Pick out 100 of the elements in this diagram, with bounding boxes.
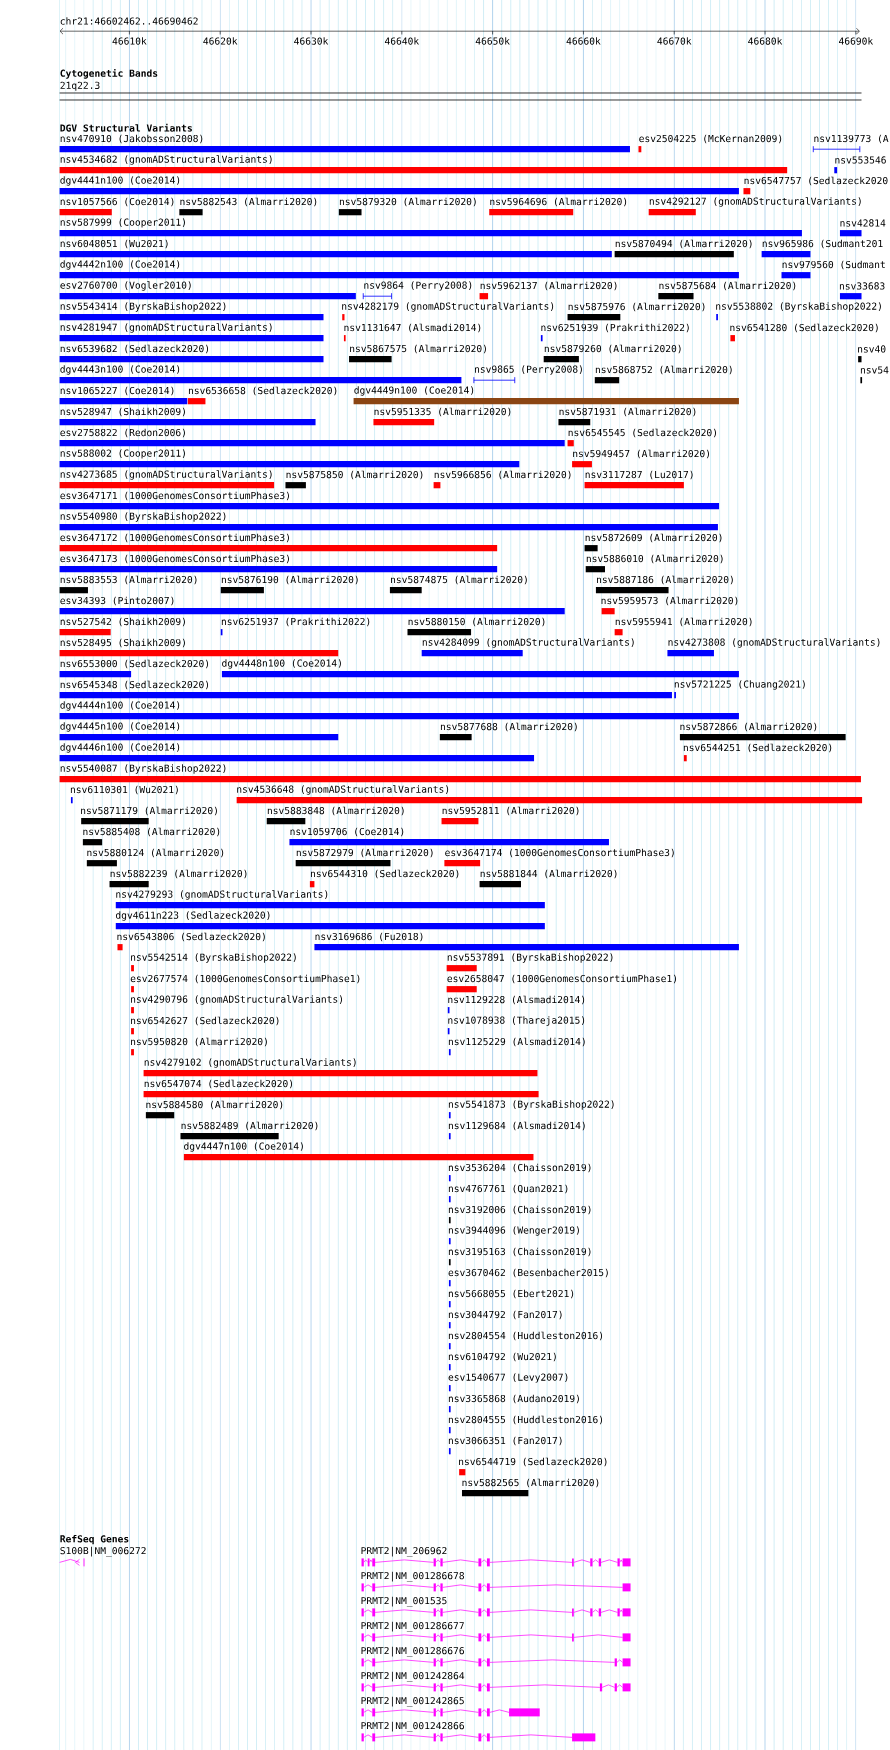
feature-label: nsv6536658 (Sedlazeck2020): [188, 386, 337, 396]
feature-label: PRMT2|NM_001535: [361, 1596, 447, 1607]
feature-label: nsv979560 (Sudmant: [782, 260, 885, 270]
feature-label: nsv4273808 (gnomADStructuralVariants): [668, 638, 880, 648]
feature-label: nsv5886010 (Almarri2020): [586, 554, 723, 564]
feature-label: nsv5964696 (Almarri2020): [490, 197, 627, 207]
feature-label: nsv5882489 (Almarri2020): [181, 1121, 318, 1131]
feature-label: nsv2804554 (Huddleston2016): [448, 1331, 603, 1341]
feature-label: nsv5877688 (Almarri2020): [440, 722, 577, 732]
feature-label: nsv6544719 (Sedlazeck2020): [459, 1457, 607, 1467]
feature-label: nsv5952811 (Almarri2020): [442, 806, 579, 816]
feature-label: nsv587999 (Cooper2011): [60, 218, 185, 228]
tick-label: 46670k: [657, 37, 692, 45]
feature-label: nsv4292127 (gnomADStructuralVariants): [649, 197, 861, 207]
feature-label: nsv5870494 (Almarri2020): [615, 239, 752, 249]
feature-label: nsv5875850 (Almarri2020): [286, 470, 423, 480]
feature-label: nsv1139773 (A: [814, 134, 889, 144]
feature-label: dgv4445n100 (Coe2014): [60, 722, 180, 732]
feature-label: nsv528495 (Shaikh2009): [60, 638, 185, 648]
feature-label: nsv1065227 (Coe2014): [60, 386, 174, 396]
feature-label: nsv5540087 (ByrskaBishop2022): [60, 764, 226, 774]
feature-label: nsv5875976 (Almarri2020): [568, 302, 705, 312]
feature-label: nsv4290796 (gnomADStructuralVariants): [131, 995, 342, 1005]
feature-label: nsv5882565 (Almarri2020): [462, 1478, 599, 1488]
feature-label: nsv3536204 (Chaisson2019): [448, 1163, 591, 1173]
feature-label: esv3670462 (Besenbacher2015): [448, 1268, 608, 1278]
feature-label: nsv3117287 (Lu2017): [585, 470, 693, 480]
feature-label: nsv3044792 (Fan2017): [448, 1310, 562, 1320]
tick-label: 46680k: [748, 37, 783, 45]
feature-label: dgv4443n100 (Coe2014): [60, 365, 180, 375]
feature-label: nsv5887186 (Almarri2020): [597, 575, 733, 585]
tick-label: 46650k: [475, 37, 510, 45]
feature-label: esv3647173 (1000GenomesConsortiumPhase3): [60, 554, 289, 564]
feature-label: nsv6547757 (Sedlazeck2020: [744, 176, 888, 186]
feature-label: esv3647171 (1000GenomesConsortiumPhase3): [60, 491, 289, 501]
feature-label: nsv6539682 (Sedlazeck2020): [60, 344, 209, 354]
feature-label: nsv6545545 (Sedlazeck2020): [568, 428, 716, 438]
feature-label: nsv3195163 (Chaisson2019): [448, 1247, 591, 1257]
feature-label: nsv4767761 (Quan2021): [448, 1184, 568, 1194]
feature-label: 21q22.3: [60, 81, 100, 91]
feature-label: nsv5881844 (Almarri2020): [480, 869, 617, 879]
feature-label: nsv2804555 (Huddleston2016): [448, 1415, 603, 1425]
feature-label: nsv5538802 (ByrskaBishop2022): [716, 302, 881, 312]
feature-label: PRMT2|NM_001242864: [361, 1671, 465, 1682]
feature-label: nsv6547074 (Sedlazeck2020): [144, 1079, 293, 1089]
feature-label: nsv3944096 (Wenger2019): [448, 1226, 579, 1236]
feature-label: nsv6541280 (Sedlazeck2020): [730, 323, 878, 333]
feature-label: nsv5883848 (Almarri2020): [267, 806, 404, 816]
feature-label: nsv4279102 (gnomADStructuralVariants): [144, 1058, 356, 1068]
feature-label: nsv6545348 (Sedlazeck2020): [60, 680, 209, 690]
feature-label: nsv527542 (Shaikh2009): [60, 617, 185, 627]
feature-label: nsv4279293 (gnomADStructuralVariants): [116, 890, 328, 900]
feature-label: PRMT2|NM_001286678: [361, 1571, 464, 1582]
feature-label: nsv54: [860, 366, 889, 374]
feature-label: dgv4441n100 (Coe2014): [60, 176, 180, 186]
feature-label: PRMT2|NM_001242865: [361, 1696, 464, 1707]
feature-label: nsv5882543 (Almarri2020): [180, 197, 317, 207]
feature-label: nsv5880124 (Almarri2020): [87, 848, 224, 858]
feature-label: nsv5542514 (ByrskaBishop2022): [131, 953, 296, 963]
feature-label: nsv1059706 (Coe2014): [290, 827, 404, 837]
feature-label: nsv5962137 (Almarri2020): [480, 281, 617, 291]
feature-label: dgv4444n100 (Coe2014): [60, 701, 180, 711]
feature-label: nsv965986 (Sudmant201: [762, 239, 883, 249]
feature-label: nsv1129228 (Alsmadi2014): [448, 995, 585, 1005]
feature-label: nsv5885408 (Almarri2020): [83, 827, 220, 837]
feature-label: nsv5537891 (ByrskaBishop2022): [447, 953, 613, 963]
feature-label: dgv4446n100 (Coe2014): [60, 743, 180, 753]
feature-label: S100B|NM_006272: [60, 1546, 146, 1557]
feature-label: nsv4536648 (gnomADStructuralVariants): [237, 785, 449, 795]
feature-label: nsv33683: [839, 282, 885, 290]
feature-label: nsv5541873 (ByrskaBishop2022): [448, 1100, 614, 1110]
feature-label: nsv5540980 (ByrskaBishop2022): [60, 512, 226, 522]
feature-label: esv34393 (Pinto2007): [60, 596, 174, 606]
feature-label: nsv3066351 (Fan2017): [448, 1436, 562, 1446]
feature-label: nsv6110301 (Wu2021): [70, 785, 178, 795]
feature-label: nsv5867575 (Almarri2020): [350, 344, 486, 354]
feature-label: nsv588002 (Cooper2011): [60, 449, 185, 459]
feature-label: nsv5872866 (Almarri2020): [680, 722, 817, 732]
feature-label: esv3647174 (1000GenomesConsortiumPhase3): [445, 848, 674, 858]
feature-label: nsv5955941 (Almarri2020): [615, 617, 752, 627]
feature-label: nsv6048051 (Wu2021): [60, 239, 168, 249]
feature-label: nsv5880150 (Almarri2020): [408, 617, 545, 627]
feature-label: nsv4281947 (gnomADStructuralVariants): [60, 323, 272, 333]
feature-label: nsv5543414 (ByrskaBishop2022): [60, 302, 226, 312]
feature-label: nsv4282179 (gnomADStructuralVariants): [342, 302, 554, 312]
feature-label: nsv6104792 (Wu2021): [448, 1352, 556, 1362]
feature-label: nsv5875684 (Almarri2020): [659, 281, 796, 291]
feature-label: nsv3192006 (Chaisson2019): [448, 1205, 591, 1215]
feature-label: esv2504225 (McKernan2009): [639, 134, 782, 144]
feature-label: nsv6553000 (Sedlazeck2020): [60, 659, 209, 669]
feature-label: nsv5879260 (Almarri2020): [544, 344, 681, 354]
feature-label: nsv1125229 (Alsmadi2014): [448, 1037, 585, 1047]
feature-label: nsv5872609 (Almarri2020): [585, 533, 722, 543]
feature-label: nsv3365868 (Audano2019): [448, 1394, 579, 1404]
feature-label: nsv5876190 (Almarri2020): [221, 575, 358, 585]
feature-label: nsv5879320 (Almarri2020): [339, 197, 476, 207]
feature-label: nsv1129684 (Alsmadi2014): [448, 1121, 585, 1131]
region-label: chr21:46602462..46690462: [60, 17, 198, 25]
feature-label: nsv4284099 (gnomADStructuralVariants): [422, 638, 634, 648]
feature-label: PRMT2|NM_001242866: [361, 1721, 464, 1732]
